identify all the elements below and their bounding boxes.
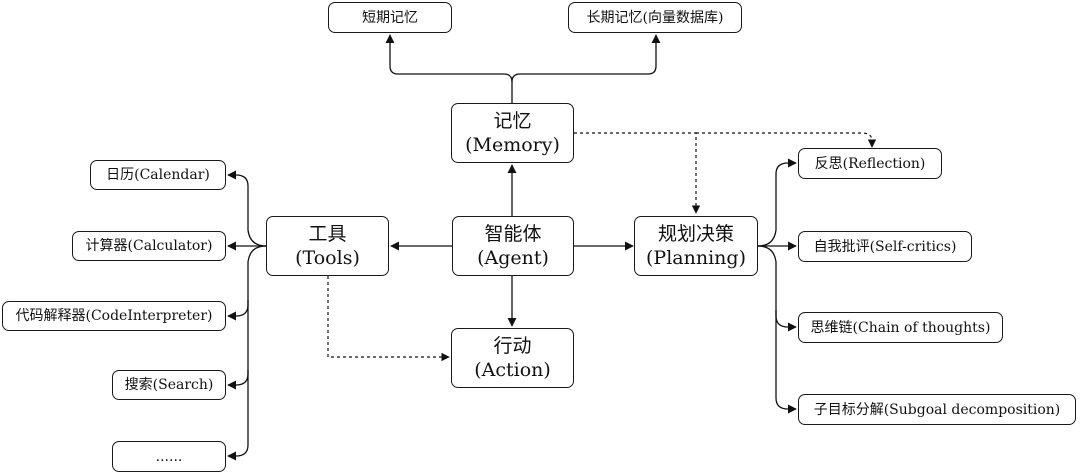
- tools-to-calendar-arrow: [227, 170, 267, 247]
- tools-box: 工具 (Tools): [266, 216, 389, 276]
- code-interpreter-box: 代码解释器(CodeInterpreter): [2, 301, 226, 331]
- memory-title: 记忆: [493, 110, 532, 132]
- memory-box: 记忆 (Memory): [451, 103, 574, 163]
- memory-to-planning-dashed-arrow: [574, 132, 701, 214]
- tools-to-search-arrow: [227, 300, 249, 390]
- planning-to-reflection-arrow: [757, 158, 797, 247]
- planning-title: 规划决策: [657, 223, 734, 245]
- self-critics-label: 自我批评(Self-critics): [813, 238, 957, 255]
- tools-to-code-interpreter-arrow: [227, 245, 267, 321]
- memory-to-short-term-arrow: [385, 34, 513, 103]
- reflection-box: 反思(Reflection): [798, 148, 942, 179]
- chain-of-thoughts-label: 思维链(Chain of thoughts): [810, 319, 991, 336]
- short-term-memory-label: 短期记忆: [362, 9, 418, 26]
- tools-title: 工具: [308, 223, 347, 245]
- search-label: 搜索(Search): [124, 377, 214, 393]
- reflection-label: 反思(Reflection): [814, 155, 926, 172]
- calculator-label: 计算器(Calculator): [85, 238, 213, 254]
- tools-to-more-arrow: [227, 370, 249, 461]
- subgoal-decomposition-box: 子目标分解(Subgoal decomposition): [798, 394, 1076, 425]
- more-tools-label: ......: [155, 448, 183, 465]
- planning-to-subgoal-arrow: [775, 310, 797, 414]
- subgoal-decomposition-label: 子目标分解(Subgoal decomposition): [813, 401, 1061, 418]
- action-title: 行动: [493, 335, 532, 357]
- memory-to-long-term-arrow: [511, 34, 661, 83]
- tools-subtitle: (Tools): [295, 247, 360, 269]
- chain-of-thoughts-box: 思维链(Chain of thoughts): [798, 312, 1003, 343]
- memory-subtitle: (Memory): [465, 134, 560, 156]
- search-box: 搜索(Search): [112, 370, 226, 400]
- memory-to-reflection-dashed-arrow: [696, 132, 877, 148]
- long-term-memory-label: 长期记忆(向量数据库): [586, 9, 724, 26]
- self-critics-box: 自我批评(Self-critics): [798, 231, 972, 262]
- code-interpreter-label: 代码解释器(CodeInterpreter): [15, 308, 213, 324]
- planning-to-chain-of-thoughts-arrow: [757, 245, 797, 332]
- calculator-box: 计算器(Calculator): [72, 231, 226, 261]
- calendar-box: 日历(Calendar): [90, 160, 226, 190]
- more-tools-box: ......: [112, 441, 226, 472]
- action-box: 行动 (Action): [451, 328, 574, 388]
- planning-subtitle: (Planning): [646, 247, 746, 269]
- action-subtitle: (Action): [474, 359, 551, 381]
- calendar-label: 日历(Calendar): [106, 167, 210, 183]
- agent-subtitle: (Agent): [477, 247, 549, 269]
- agent-box: 智能体 (Agent): [452, 216, 574, 276]
- long-term-memory-box: 长期记忆(向量数据库): [568, 2, 742, 33]
- tools-to-action-dashed-arrow: [327, 276, 450, 362]
- agent-title: 智能体: [484, 223, 542, 245]
- short-term-memory-box: 短期记忆: [328, 2, 452, 33]
- planning-box: 规划决策 (Planning): [634, 216, 758, 276]
